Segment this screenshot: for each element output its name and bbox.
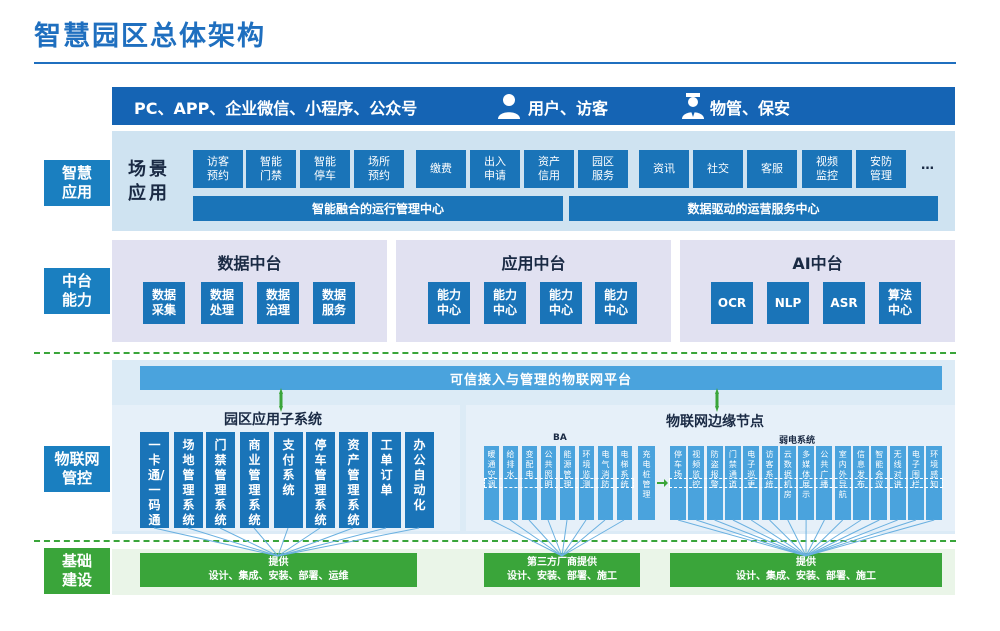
data-tile: 数据服务 — [313, 282, 355, 324]
app-platform-panel: 应用中台 能力中心 能力中心 能力中心 能力中心 — [396, 240, 671, 342]
scene-tile: 资产信用 — [524, 150, 574, 188]
park-subsystem-tile: 门禁管理系统 — [206, 432, 235, 528]
capability-tile: 能力中心 — [428, 282, 470, 324]
weak-current-tile: 无线对讲 — [889, 446, 906, 520]
ai-tile: OCR — [711, 282, 753, 324]
weak-current-tile: 公共广播 — [816, 446, 833, 520]
users-label: 用户、访客 — [528, 99, 609, 118]
park-subsystem-tile: 支付系统 — [274, 432, 303, 528]
weak-current-tile: 室内外导航 — [834, 446, 851, 520]
data-platform-panel: 数据中台 数据采集 数据处理 数据治理 数据服务 — [112, 240, 387, 342]
park-subsystem-tile: 停车管理系统 — [306, 432, 335, 528]
ba-group-outline — [484, 478, 634, 488]
channels-label: PC、APP、企业微信、小程序、公众号 — [134, 99, 418, 118]
weak-current-tile: 视频监控 — [688, 446, 705, 520]
ba-tile: 环境监测 — [579, 446, 594, 520]
weak-group-outline — [669, 478, 943, 488]
edge-node-title: 物联网边缘节点 — [666, 414, 764, 430]
divider-dashed — [34, 540, 956, 542]
ba-label: BA — [553, 433, 567, 443]
scene-tile: 客服 — [747, 150, 797, 188]
operations-center-bar: 智能融合的运行管理中心 — [193, 196, 563, 221]
more-indicator: … — [921, 158, 934, 173]
park-subsystem-tile: 商业管理系统 — [240, 432, 269, 528]
divider-dashed — [34, 352, 956, 354]
layer-label-base: 基础建设 — [44, 548, 110, 594]
weak-current-tile: 多媒体展示 — [798, 446, 815, 520]
page-title: 智慧园区总体架构 — [34, 21, 266, 52]
scene-label: 场景应用 — [128, 159, 170, 204]
scene-tile: 园区服务 — [578, 150, 628, 188]
capability-tile: 能力中心 — [595, 282, 637, 324]
base-box-third-party: 第三方厂商提供设计、安装、部署、施工 — [484, 553, 640, 587]
park-subsystem-title: 园区应用子系统 — [224, 412, 322, 428]
ai-tile: 算法中心 — [879, 282, 921, 324]
scene-tile: 社交 — [693, 150, 743, 188]
data-platform-title: 数据中台 — [217, 254, 282, 273]
ai-platform-title: AI中台 — [792, 254, 843, 273]
app-platform-title: 应用中台 — [501, 254, 566, 273]
weak-current-label: 弱电系统 — [779, 436, 816, 446]
park-subsystem-tile: 资产管理系统 — [339, 432, 368, 528]
capability-tile: 能力中心 — [484, 282, 526, 324]
park-subsystem-tile: 场地管理系统 — [174, 432, 203, 528]
ba-tile: 电气消防 — [598, 446, 613, 520]
weak-current-tile: 防盗报警 — [706, 446, 723, 520]
base-box-own: 提供设计、集成、安装、部署、运维 — [140, 553, 417, 587]
service-center-bar: 数据驱动的运营服务中心 — [569, 196, 938, 221]
charging-pile-tile: 充电桩管理 — [638, 446, 655, 520]
weak-current-tile: 停车场 — [670, 446, 686, 520]
park-subsystem-tile: 一卡通/一码通 — [140, 432, 169, 528]
staff-icon — [682, 93, 704, 119]
ba-tile: 能源管理 — [560, 446, 575, 520]
ba-tile: 给排水 — [503, 446, 518, 520]
scene-tile: 资讯 — [639, 150, 689, 188]
weak-current-tile: 智能会议 — [871, 446, 888, 520]
weak-current-tile: 访客系统 — [761, 446, 778, 520]
weak-current-tile: 电子围栏 — [907, 446, 924, 520]
park-subsystem-tile: 办公自动化 — [405, 432, 434, 528]
ba-tile: 电梯系统 — [617, 446, 632, 520]
ba-tile: 公共照明 — [541, 446, 556, 520]
park-subsystem-tile: 工单订单 — [372, 432, 401, 528]
scene-tile: 智能停车 — [300, 150, 350, 188]
base-box-own-construction: 提供设计、集成、安装、部署、施工 — [670, 553, 942, 587]
title-divider — [34, 62, 956, 64]
layer-label-app: 智慧应用 — [44, 160, 110, 206]
data-tile: 数据治理 — [257, 282, 299, 324]
iot-platform-bar: 可信接入与管理的物联网平台 — [140, 366, 942, 390]
layer-label-middle: 中台能力 — [44, 268, 110, 314]
weak-current-tile: 电子巡更 — [743, 446, 760, 520]
capability-tile: 能力中心 — [540, 282, 582, 324]
scene-tile: 视频监控 — [802, 150, 852, 188]
weak-current-tile: 云数据机房 — [779, 446, 796, 520]
scene-tile: 智能门禁 — [246, 150, 296, 188]
ba-tile: 变配电 — [522, 446, 537, 520]
scene-tile: 场所预约 — [354, 150, 404, 188]
user-icon — [498, 94, 520, 119]
layer-label-iot: 物联网管控 — [44, 446, 110, 492]
data-tile: 数据采集 — [143, 282, 185, 324]
scene-tile: 出入申请 — [470, 150, 520, 188]
ai-platform-panel: AI中台 OCR NLP ASR 算法中心 — [680, 240, 955, 342]
scene-tile: 安防管理 — [856, 150, 906, 188]
access-channels-bar: PC、APP、企业微信、小程序、公众号 用户、访客 物管、保安 — [112, 87, 955, 125]
ba-tile: 暖通空调 — [484, 446, 499, 520]
scene-tile: 访客预约 — [193, 150, 243, 188]
ai-tile: NLP — [767, 282, 809, 324]
staff-label: 物管、保安 — [710, 99, 791, 118]
weak-current-tile: 环境感知 — [926, 446, 943, 520]
ai-tile: ASR — [823, 282, 865, 324]
weak-current-tile: 门禁通道 — [724, 446, 741, 520]
data-tile: 数据处理 — [201, 282, 243, 324]
weak-current-tile: 信息发布 — [853, 446, 869, 520]
scene-tile: 缴费 — [416, 150, 466, 188]
